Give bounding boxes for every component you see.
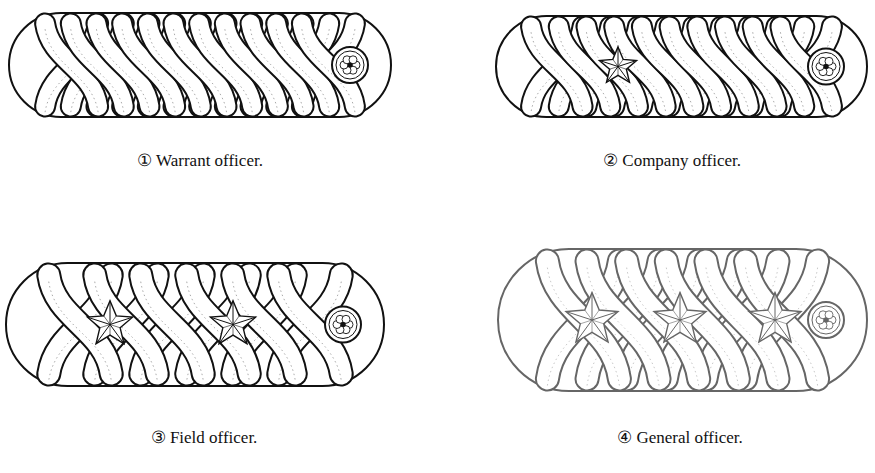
star-facet xyxy=(592,320,608,342)
caption: ① Warrant officer. xyxy=(137,150,263,171)
star-facet xyxy=(592,312,618,320)
star-facet xyxy=(585,310,592,320)
star xyxy=(566,293,618,342)
outer-loop-outline xyxy=(18,275,373,375)
star-facet xyxy=(580,320,592,324)
star-facet xyxy=(763,320,775,324)
cord-outline xyxy=(746,261,818,379)
button-rim xyxy=(329,311,357,339)
star-facet xyxy=(110,325,111,336)
outer-loop xyxy=(506,26,857,107)
rosette-centre xyxy=(824,64,829,69)
button xyxy=(332,47,368,83)
button-rim xyxy=(812,306,840,334)
button-rim xyxy=(336,51,364,79)
star-facet xyxy=(673,310,680,320)
star-facet xyxy=(668,320,680,324)
star-facet xyxy=(87,317,110,324)
shoulder-knot xyxy=(506,26,857,112)
caption: ④ General officer. xyxy=(617,427,743,448)
button-rim xyxy=(812,53,840,81)
star xyxy=(654,293,706,342)
star xyxy=(599,47,636,82)
star-facet xyxy=(775,293,776,320)
rosette-centre xyxy=(348,63,353,68)
star-facet xyxy=(219,325,233,344)
cord-texture xyxy=(302,29,355,112)
star-facet xyxy=(233,301,234,325)
button xyxy=(325,307,361,343)
button xyxy=(808,49,844,85)
star-facet xyxy=(749,312,775,320)
star-facet xyxy=(680,293,681,320)
star-facet xyxy=(110,317,133,324)
star-facet xyxy=(100,325,110,328)
outer-loop xyxy=(510,261,856,380)
button xyxy=(808,302,844,338)
outer-loop-outline xyxy=(19,23,381,107)
shoulder-knot xyxy=(18,275,373,381)
cord-texture xyxy=(746,268,818,386)
star-facet xyxy=(680,312,706,320)
star xyxy=(749,293,801,342)
cord xyxy=(746,261,818,379)
star-facet xyxy=(566,312,592,320)
star xyxy=(87,301,132,344)
star-facet xyxy=(618,67,630,83)
star-facet xyxy=(110,325,124,344)
star-facet xyxy=(592,293,593,320)
star-facet xyxy=(618,60,637,66)
star-facet xyxy=(104,316,110,325)
outer-loop xyxy=(19,23,381,107)
star-facet xyxy=(96,325,110,344)
cord-outline xyxy=(302,24,355,107)
star-facet xyxy=(610,67,618,70)
star-facet xyxy=(233,317,256,324)
star-facet xyxy=(599,60,618,66)
star-facet xyxy=(210,317,233,324)
star-facet xyxy=(227,316,233,325)
star-facet xyxy=(223,325,233,328)
star-facet xyxy=(613,59,618,66)
star-facet xyxy=(768,310,775,320)
caption: ③ Field officer. xyxy=(151,427,258,448)
cord xyxy=(302,24,355,107)
cord-outline xyxy=(780,27,832,107)
star-facet xyxy=(775,320,791,342)
star-facet xyxy=(618,47,619,67)
outer-loop xyxy=(18,275,373,375)
shoulder-knot xyxy=(510,261,856,386)
rosette-centre xyxy=(341,322,346,327)
outer-loop-outline xyxy=(510,261,856,380)
star-facet xyxy=(233,325,234,336)
star-facet xyxy=(654,312,680,320)
rosette-centre xyxy=(824,318,829,323)
cord xyxy=(780,27,832,107)
star xyxy=(210,301,255,344)
star-facet xyxy=(775,312,801,320)
star-facet xyxy=(576,320,592,342)
star-facet xyxy=(775,320,776,332)
cord-texture xyxy=(780,32,832,112)
outer-loop-outline xyxy=(506,26,857,107)
star-facet xyxy=(680,320,696,342)
star-facet xyxy=(233,325,247,344)
star-facet xyxy=(592,320,593,332)
caption: ② Company officer. xyxy=(603,150,741,171)
star-facet xyxy=(759,320,775,342)
star-facet xyxy=(606,67,618,83)
star-facet xyxy=(664,320,680,342)
star-facet xyxy=(680,320,681,332)
star-facet xyxy=(110,301,111,325)
shoulder-knot xyxy=(19,23,381,112)
